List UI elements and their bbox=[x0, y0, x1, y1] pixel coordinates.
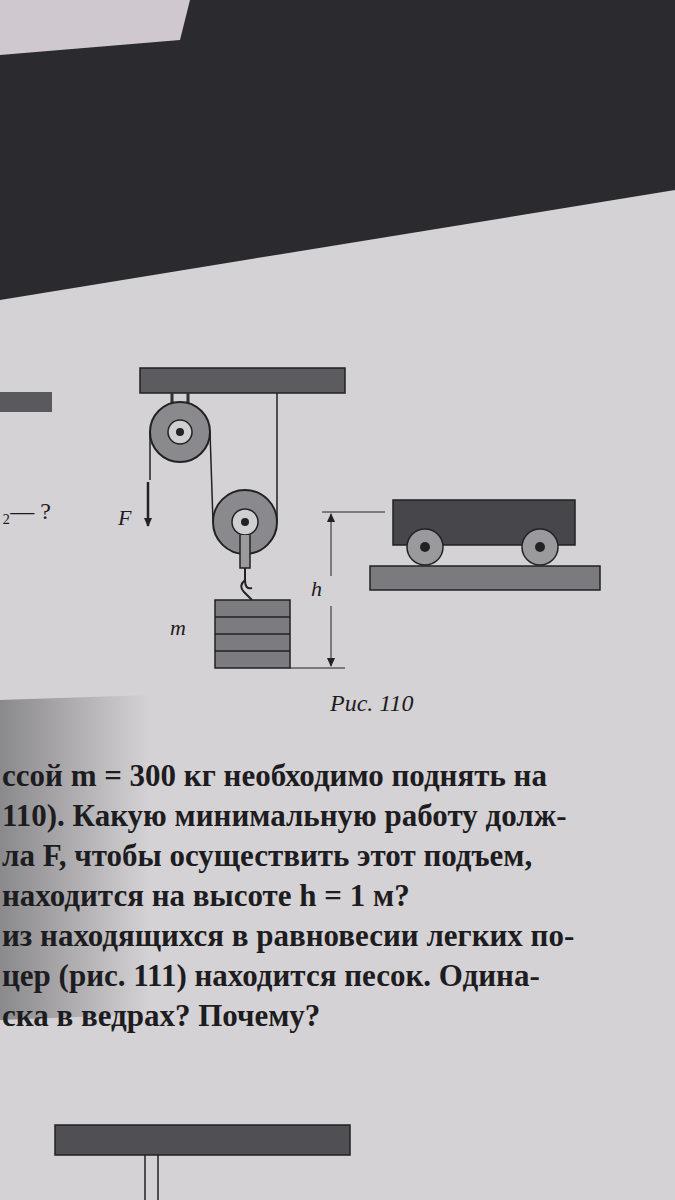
problem-text-line: ссой m = 300 кг необходимо поднять на bbox=[2, 758, 547, 794]
problem-text-line: ла F, чтобы осуществить этот подъем, bbox=[2, 838, 532, 874]
mass-label: m bbox=[170, 615, 186, 640]
problem-text-line: из находящихся в равновесии легких по- bbox=[2, 918, 574, 954]
force-label: F bbox=[118, 505, 131, 530]
problem-text-line: 110). Какую минимальную работу долж- bbox=[2, 798, 566, 834]
figure-caption: Рис. 110 bbox=[330, 690, 414, 718]
problem-text-line: цер (рис. 111) находится песок. Одина- bbox=[2, 958, 540, 994]
problem-text-line: находится на высоте h = 1 м? bbox=[2, 878, 410, 914]
height-label: h bbox=[311, 576, 322, 601]
problem-text-line: ска в ведрах? Почему? bbox=[2, 998, 320, 1034]
question-fragment: ₂— ? bbox=[2, 498, 51, 526]
